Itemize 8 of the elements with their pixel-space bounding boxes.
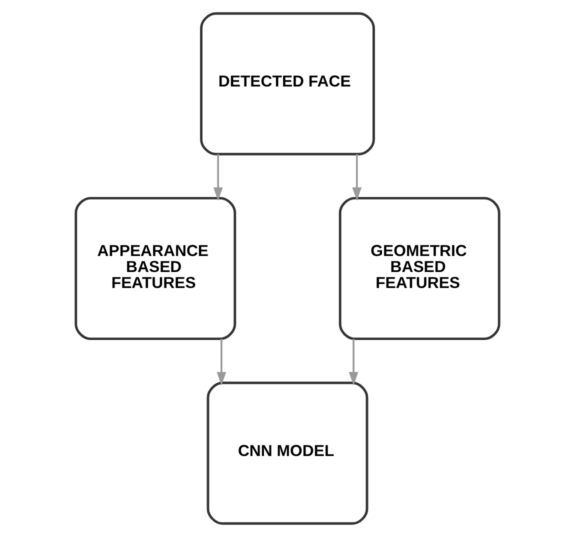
arrow: [352, 154, 362, 201]
node-box: GEOMETRIC BASED FEATURES: [338, 196, 500, 340]
node-box: APPEARANCE BASED FEATURES: [74, 196, 236, 340]
node-box: DETECTED FACE: [200, 12, 374, 156]
arrow: [216, 338, 226, 386]
arrow: [212, 154, 222, 201]
arrow: [348, 338, 358, 386]
node-box: CNN MODEL: [206, 382, 368, 525]
